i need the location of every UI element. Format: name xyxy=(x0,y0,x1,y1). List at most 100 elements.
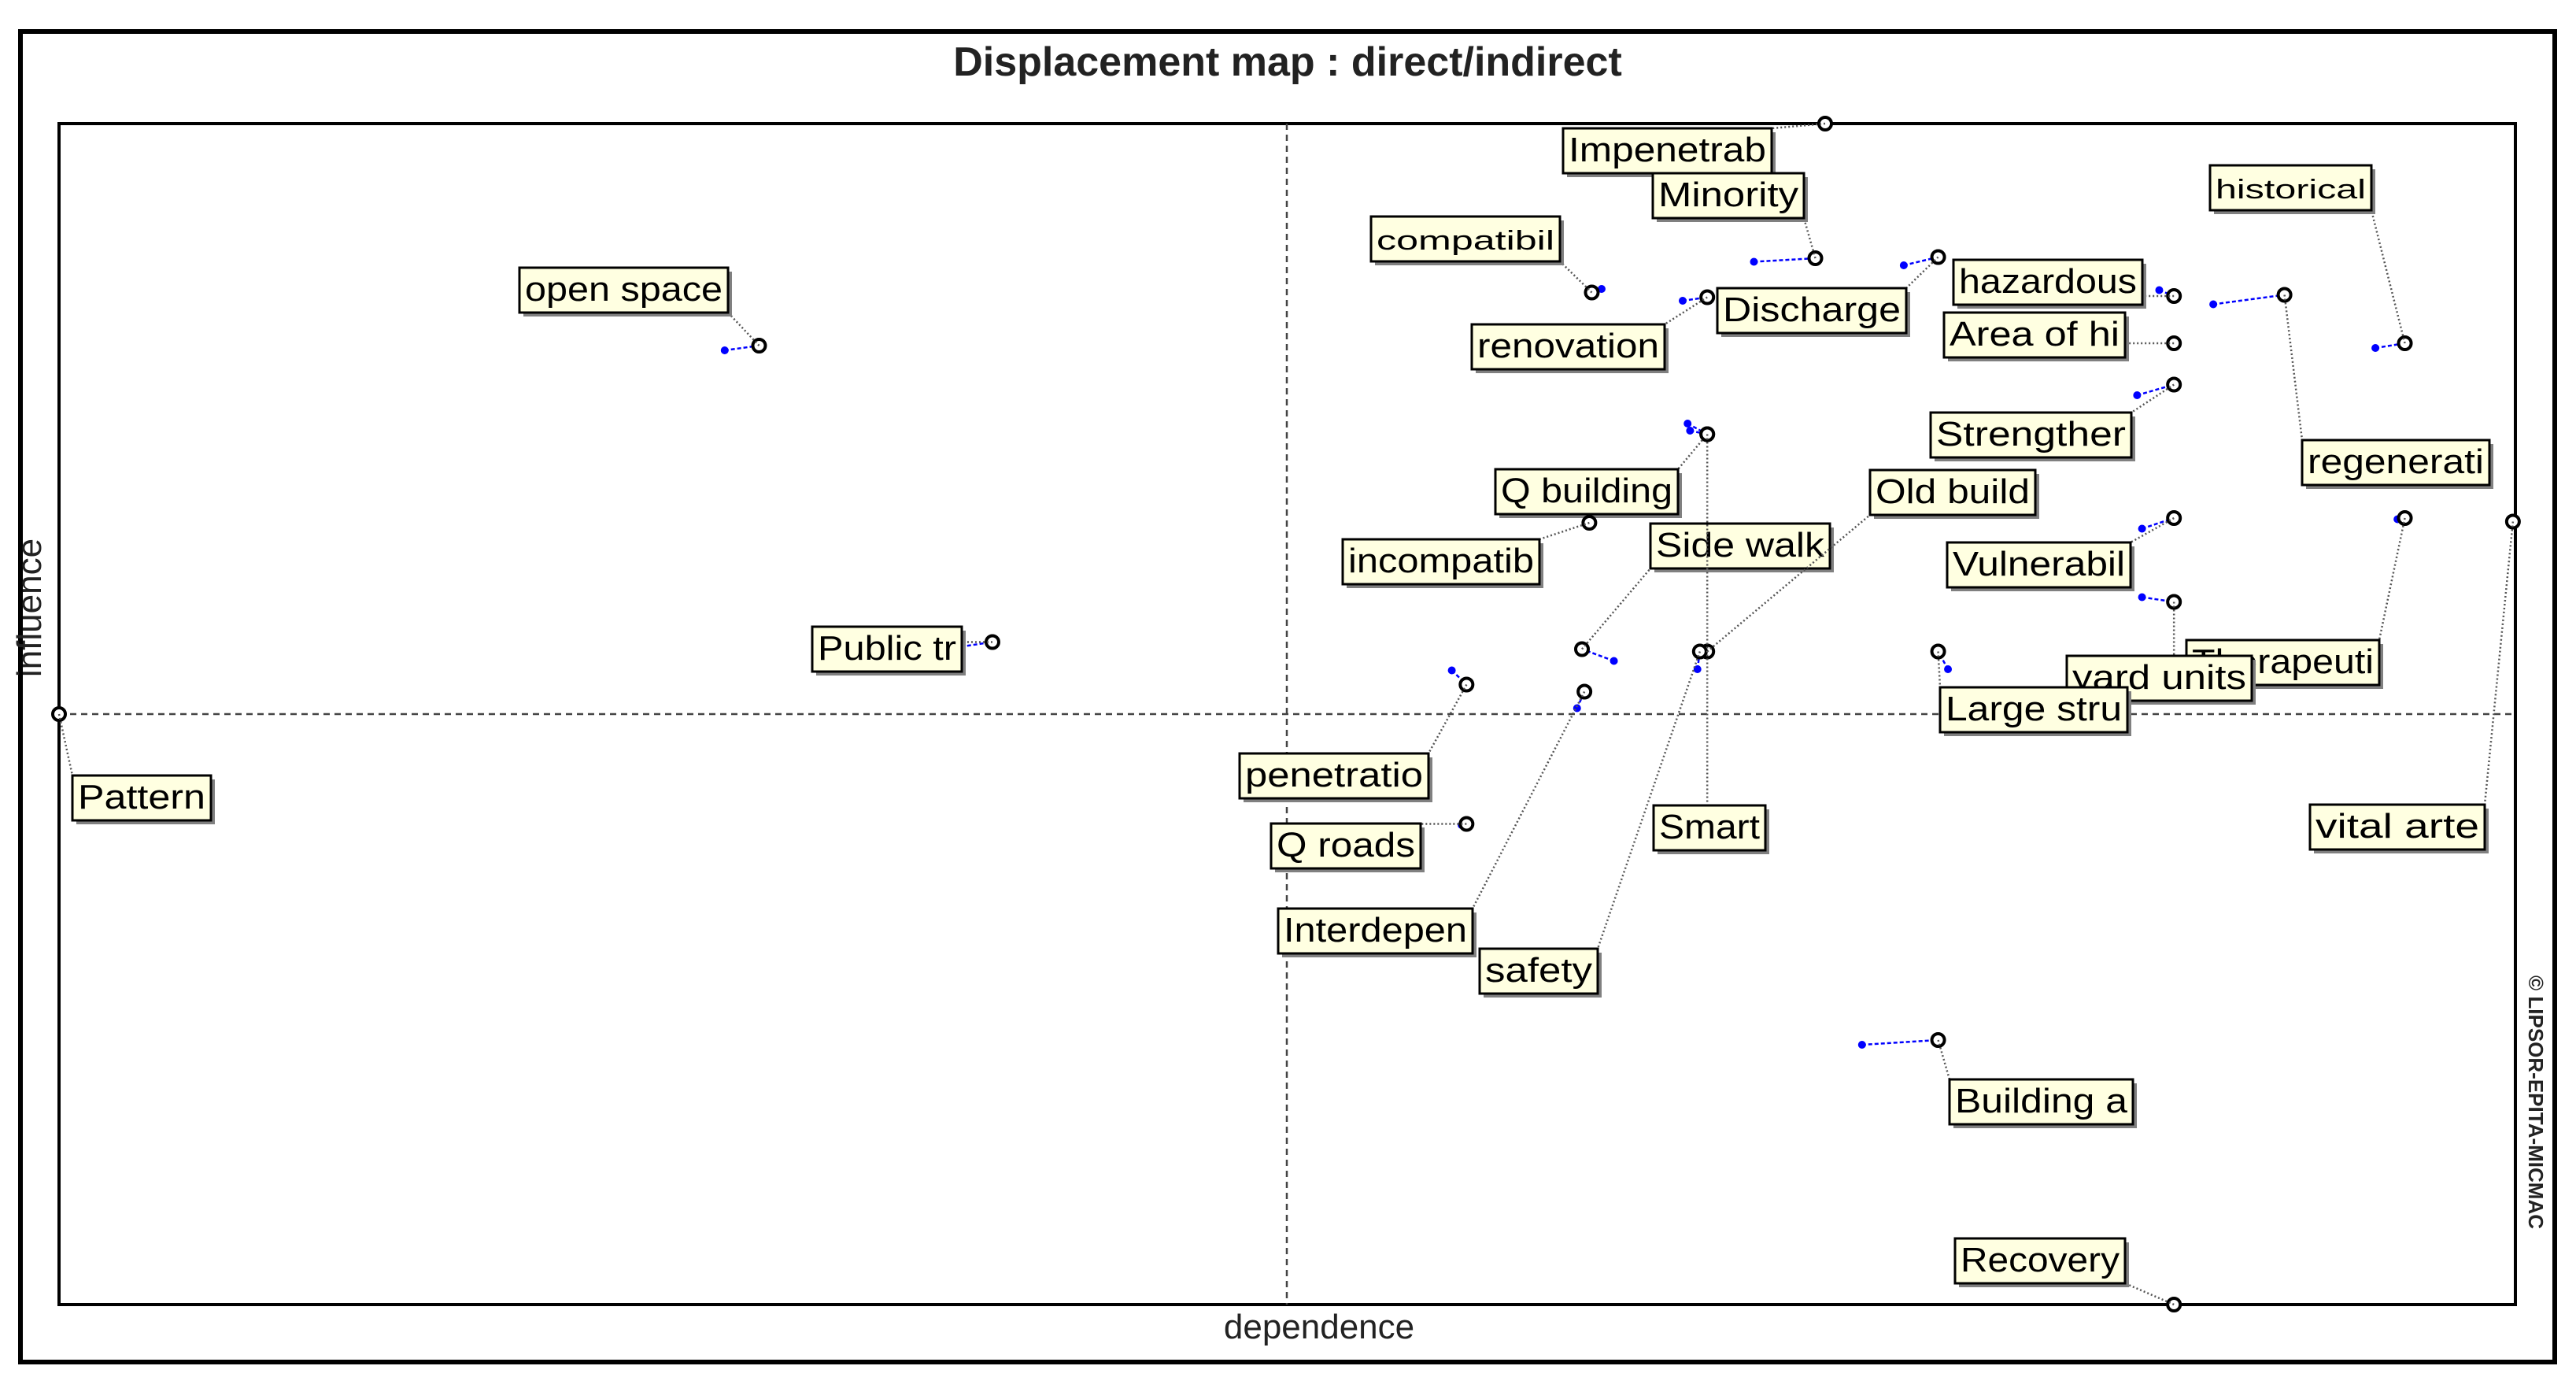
variable-point: penetratio xyxy=(1238,666,1475,802)
label-box xyxy=(1868,468,2037,516)
direct-point-marker xyxy=(1857,1041,1866,1049)
variable-point: historical xyxy=(2208,164,2413,352)
direct-point-marker xyxy=(1447,666,1456,675)
label-box xyxy=(1470,323,1666,371)
direct-point-marker xyxy=(1610,657,1618,665)
point-label: Pattern xyxy=(78,778,205,816)
label-box xyxy=(71,774,213,822)
point-label: Q roads xyxy=(1277,826,1415,864)
point-label: Old build xyxy=(1876,472,2030,511)
variable-point: Old build xyxy=(1699,468,2039,660)
label-leader-line xyxy=(1596,651,1702,949)
variable-point: incompatib xyxy=(1341,515,1598,588)
variable-point: open space xyxy=(518,266,767,354)
watermark-label: © LIPSOR-EPITA-MICMAC xyxy=(2524,975,2548,1229)
label-box xyxy=(1946,541,2132,589)
label-leader-line xyxy=(2483,521,2515,805)
point-label: Side walk xyxy=(1656,526,1825,564)
label-leader-line xyxy=(1539,521,1590,541)
variable-point: Area of hi xyxy=(1942,311,2182,361)
direct-point-marker xyxy=(1573,704,1581,713)
variable-point: renovation xyxy=(1470,289,1716,373)
direct-point-marker xyxy=(2138,593,2146,602)
label-box xyxy=(811,625,963,673)
point-label: Smart xyxy=(1659,808,1760,846)
label-leader-line xyxy=(2124,1282,2175,1306)
point-label: Interdepen xyxy=(1284,911,1467,949)
point-label: Q building xyxy=(1501,472,1672,510)
variable-point: safety xyxy=(1478,643,1708,998)
label-box xyxy=(1652,804,1767,852)
label-leader-line xyxy=(1664,296,1708,326)
direct-point-marker xyxy=(1678,297,1687,305)
variable-point: Building a xyxy=(1857,1032,2137,1128)
variable-point: hazardous xyxy=(1952,258,2182,309)
chart-title: Displacement map : direct/indirect xyxy=(953,39,1622,85)
label-box xyxy=(1651,172,1805,220)
displacement-line xyxy=(1861,1038,1938,1046)
displacement-line xyxy=(2212,294,2285,305)
direct-point-marker xyxy=(1683,420,1692,428)
direct-point-marker xyxy=(2371,344,2380,352)
label-box xyxy=(1341,538,1541,586)
label-box xyxy=(1929,411,2133,459)
point-label: Area of hi xyxy=(1950,315,2120,354)
direct-point-marker xyxy=(1686,427,1695,435)
displacement-line xyxy=(1754,257,1816,263)
point-label: penetratio xyxy=(1245,756,1423,794)
point-label: historical xyxy=(2216,175,2366,205)
point-label: compatibil xyxy=(1377,226,1554,256)
label-box xyxy=(1953,1237,2127,1285)
label-box xyxy=(1270,822,1422,870)
direct-point-marker xyxy=(1750,257,1758,266)
label-leader-line xyxy=(2378,517,2406,641)
point-label: incompatib xyxy=(1348,542,1534,580)
label-leader-line xyxy=(1802,217,1817,259)
variable-point: Vulnerabil xyxy=(1946,510,2182,591)
variable-point: Large stru xyxy=(1930,643,2131,736)
variable-point: Public tr xyxy=(811,625,1000,676)
label-leader-line xyxy=(2130,516,2175,544)
label-leader-line xyxy=(1427,683,1468,754)
point-label: hazardous xyxy=(1959,262,2137,301)
label-box xyxy=(2308,803,2486,851)
y-axis-label: influence xyxy=(10,539,49,677)
label-box xyxy=(2208,164,2373,212)
label-leader-line xyxy=(2370,209,2406,344)
point-label: safety xyxy=(1485,951,1592,990)
variable-point: Minority xyxy=(1651,172,1824,266)
label-box xyxy=(518,266,730,314)
label-leader-line xyxy=(1471,690,1586,909)
direct-point-marker xyxy=(2138,524,2146,533)
variable-point: Smart xyxy=(1652,426,1769,854)
label-box xyxy=(1952,258,2144,306)
point-label: Building a xyxy=(1955,1082,2128,1120)
variable-point: Side walk xyxy=(1574,522,1834,665)
direct-point-marker xyxy=(1899,261,1908,269)
point-label: Strengther xyxy=(1936,415,2126,453)
variable-point: Strengther xyxy=(1929,376,2182,461)
variable-point: Q roads xyxy=(1270,816,1475,872)
label-leader-line xyxy=(57,713,74,776)
label-box xyxy=(1494,468,1680,516)
label-leader-line xyxy=(2131,383,2175,414)
point-label: Public tr xyxy=(818,629,956,668)
variable-point: Pattern xyxy=(51,706,215,824)
label-box xyxy=(1938,686,2129,734)
label-box xyxy=(1716,287,1908,335)
variable-point: Discharge xyxy=(1716,249,1946,337)
point-label: regenerati xyxy=(2308,442,2484,481)
point-label: open space xyxy=(525,270,723,309)
variable-point: Interdepen xyxy=(1277,683,1593,957)
label-box xyxy=(1649,522,1831,570)
direct-point-marker xyxy=(720,346,729,354)
variable-point: Impenetrab xyxy=(1561,116,1833,177)
label-box xyxy=(2301,439,2491,487)
label-box xyxy=(1478,947,1599,995)
direct-point-marker xyxy=(1597,285,1606,293)
variable-point: compatibil xyxy=(1369,215,1606,301)
point-label: Recovery xyxy=(1961,1241,2120,1279)
